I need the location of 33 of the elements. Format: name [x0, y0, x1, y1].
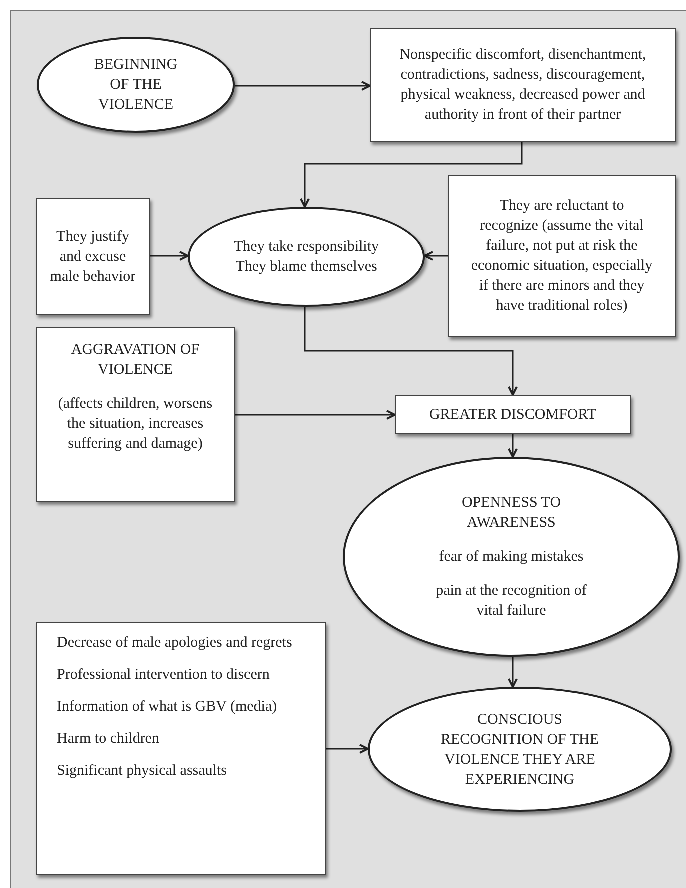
- node-text: pain at the recognition of vital failure: [435, 582, 588, 621]
- arrow: [235, 410, 396, 420]
- node-text: Harm to children: [57, 730, 160, 749]
- text-box: [370, 28, 676, 142]
- node-text: They justify and excuse male behavior: [49, 228, 137, 286]
- node-text: Significant physical assaults: [57, 762, 227, 781]
- text-box: [448, 175, 676, 337]
- arrow: [326, 744, 369, 754]
- node-text: Information of what is GBV (media): [57, 698, 278, 717]
- arrow: [424, 251, 448, 261]
- arrow: [234, 81, 371, 91]
- text-box: [36, 622, 326, 875]
- text-box: [395, 395, 631, 434]
- node-text: They blame themselves: [236, 258, 378, 277]
- arrow: [508, 434, 518, 458]
- arrow: [150, 251, 190, 261]
- arrow: [300, 142, 523, 208]
- node-text: fear of making mistakes: [439, 548, 584, 567]
- node-text: (affects children, worsens the situation, increases suffering and damage): [57, 395, 214, 454]
- arrow: [508, 657, 518, 688]
- node-text: Nonspecific discomfort, disenchantment, contradictions, sadness, discouragement, physical weakness, decreased power and authority in front of their partner: [398, 46, 648, 125]
- node-heading: AGGRAVATION OF VIOLENCE: [70, 341, 201, 380]
- text-box: [36, 198, 150, 315]
- node-text: Decrease of male apologies and regrets: [57, 634, 292, 653]
- node-text: CONSCIOUS RECOGNITION OF THE VIOLENCE THEY ARE EXPERIENCING: [440, 710, 600, 790]
- text-box: [36, 327, 235, 502]
- arrow: [304, 307, 518, 396]
- node-text: They are reluctant to recognize (assume the vital failure, not put at risk the economic situation, especially if there are minors and they have traditional roles): [470, 197, 654, 316]
- node-text: GREATER DISCOMFORT: [429, 406, 597, 424]
- node-text: BEGINNING OF THE VIOLENCE: [93, 56, 179, 115]
- node-heading: OPENNESS TO AWARENESS: [460, 494, 562, 533]
- node-text: They take responsibility: [234, 238, 379, 257]
- node-text: Professional intervention to discern: [57, 666, 270, 685]
